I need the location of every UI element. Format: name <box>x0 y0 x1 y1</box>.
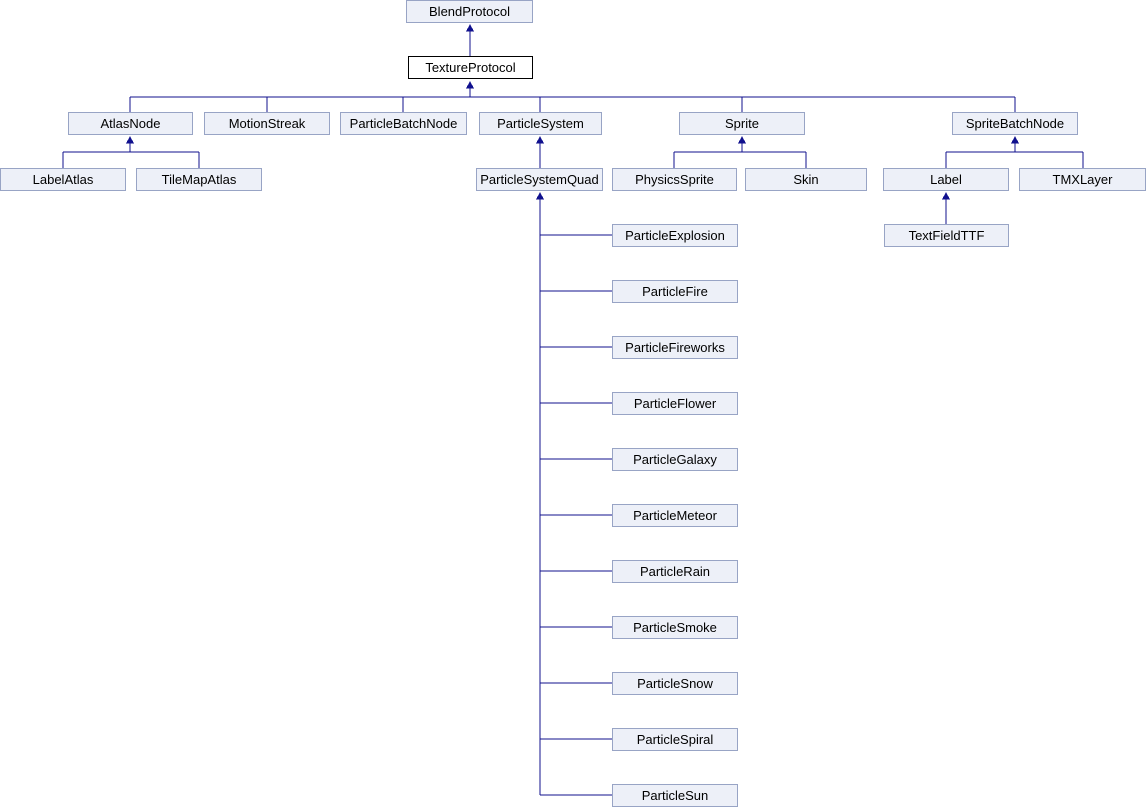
node-texture-protocol: TextureProtocol <box>408 56 533 79</box>
node-particle-system-quad[interactable]: ParticleSystemQuad <box>476 168 603 191</box>
node-particle-fire[interactable]: ParticleFire <box>612 280 738 303</box>
node-particle-galaxy[interactable]: ParticleGalaxy <box>612 448 738 471</box>
node-particle-system[interactable]: ParticleSystem <box>479 112 602 135</box>
node-particle-smoke[interactable]: ParticleSmoke <box>612 616 738 639</box>
node-particle-sun[interactable]: ParticleSun <box>612 784 738 807</box>
node-particle-rain[interactable]: ParticleRain <box>612 560 738 583</box>
node-atlas-node[interactable]: AtlasNode <box>68 112 193 135</box>
node-blend-protocol[interactable]: BlendProtocol <box>406 0 533 23</box>
node-particle-spiral[interactable]: ParticleSpiral <box>612 728 738 751</box>
node-skin[interactable]: Skin <box>745 168 867 191</box>
node-particle-meteor[interactable]: ParticleMeteor <box>612 504 738 527</box>
node-tile-map-atlas[interactable]: TileMapAtlas <box>136 168 262 191</box>
node-tmx-layer[interactable]: TMXLayer <box>1019 168 1146 191</box>
node-sprite-batch-node[interactable]: SpriteBatchNode <box>952 112 1078 135</box>
node-particle-snow[interactable]: ParticleSnow <box>612 672 738 695</box>
edge-lines <box>62 31 1084 796</box>
node-particle-flower[interactable]: ParticleFlower <box>612 392 738 415</box>
node-text-field-ttf[interactable]: TextFieldTTF <box>884 224 1009 247</box>
node-sprite[interactable]: Sprite <box>679 112 805 135</box>
node-particle-batch-node[interactable]: ParticleBatchNode <box>340 112 467 135</box>
node-particle-fireworks[interactable]: ParticleFireworks <box>612 336 738 359</box>
node-physics-sprite[interactable]: PhysicsSprite <box>612 168 737 191</box>
node-motion-streak[interactable]: MotionStreak <box>204 112 330 135</box>
node-particle-explosion[interactable]: ParticleExplosion <box>612 224 738 247</box>
node-label[interactable]: Label <box>883 168 1009 191</box>
node-label-atlas[interactable]: LabelAtlas <box>0 168 126 191</box>
